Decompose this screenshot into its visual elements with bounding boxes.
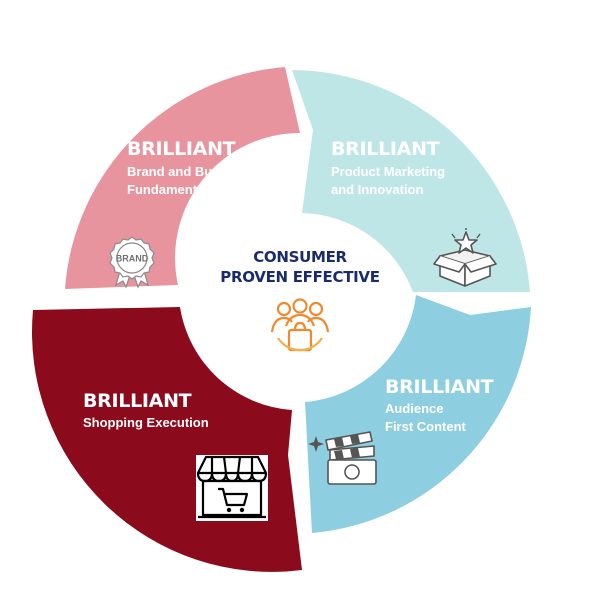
segment-1-line2: Fundamentals bbox=[127, 182, 216, 197]
segment-4-title: BRILLIANT bbox=[83, 390, 192, 412]
segment-1-title: BRILLIANT bbox=[127, 138, 236, 160]
center-title-line1: CONSUMER bbox=[253, 248, 347, 266]
brand-badge-icon: BRAND bbox=[109, 236, 155, 289]
segment-brand-fundamentals bbox=[65, 67, 300, 289]
center-title-line2: PROVEN EFFECTIVE bbox=[220, 268, 380, 286]
segment-1-line1: Brand and Business bbox=[127, 164, 253, 179]
clapperboard-camera-icon bbox=[308, 431, 377, 485]
segment-2-line1: Product Marketing bbox=[331, 164, 446, 179]
consumer-group-shopping-bag-icon bbox=[270, 298, 330, 352]
storefront-cart-icon bbox=[196, 455, 268, 521]
segment-shopping-execution bbox=[32, 307, 302, 572]
box-star-icon bbox=[433, 228, 497, 287]
segment-product-marketing bbox=[292, 70, 530, 292]
segment-2-line2: and Innovation bbox=[331, 182, 424, 197]
segment-3-line1: Audience bbox=[385, 401, 444, 416]
segment-3-title: BRILLIANT bbox=[385, 376, 494, 398]
segment-4-line1: Shopping Execution bbox=[83, 415, 209, 430]
brand-badge-label: BRAND bbox=[116, 254, 149, 264]
segment-2-title: BRILLIANT bbox=[331, 138, 440, 160]
segment-3-line2: First Content bbox=[385, 419, 466, 434]
